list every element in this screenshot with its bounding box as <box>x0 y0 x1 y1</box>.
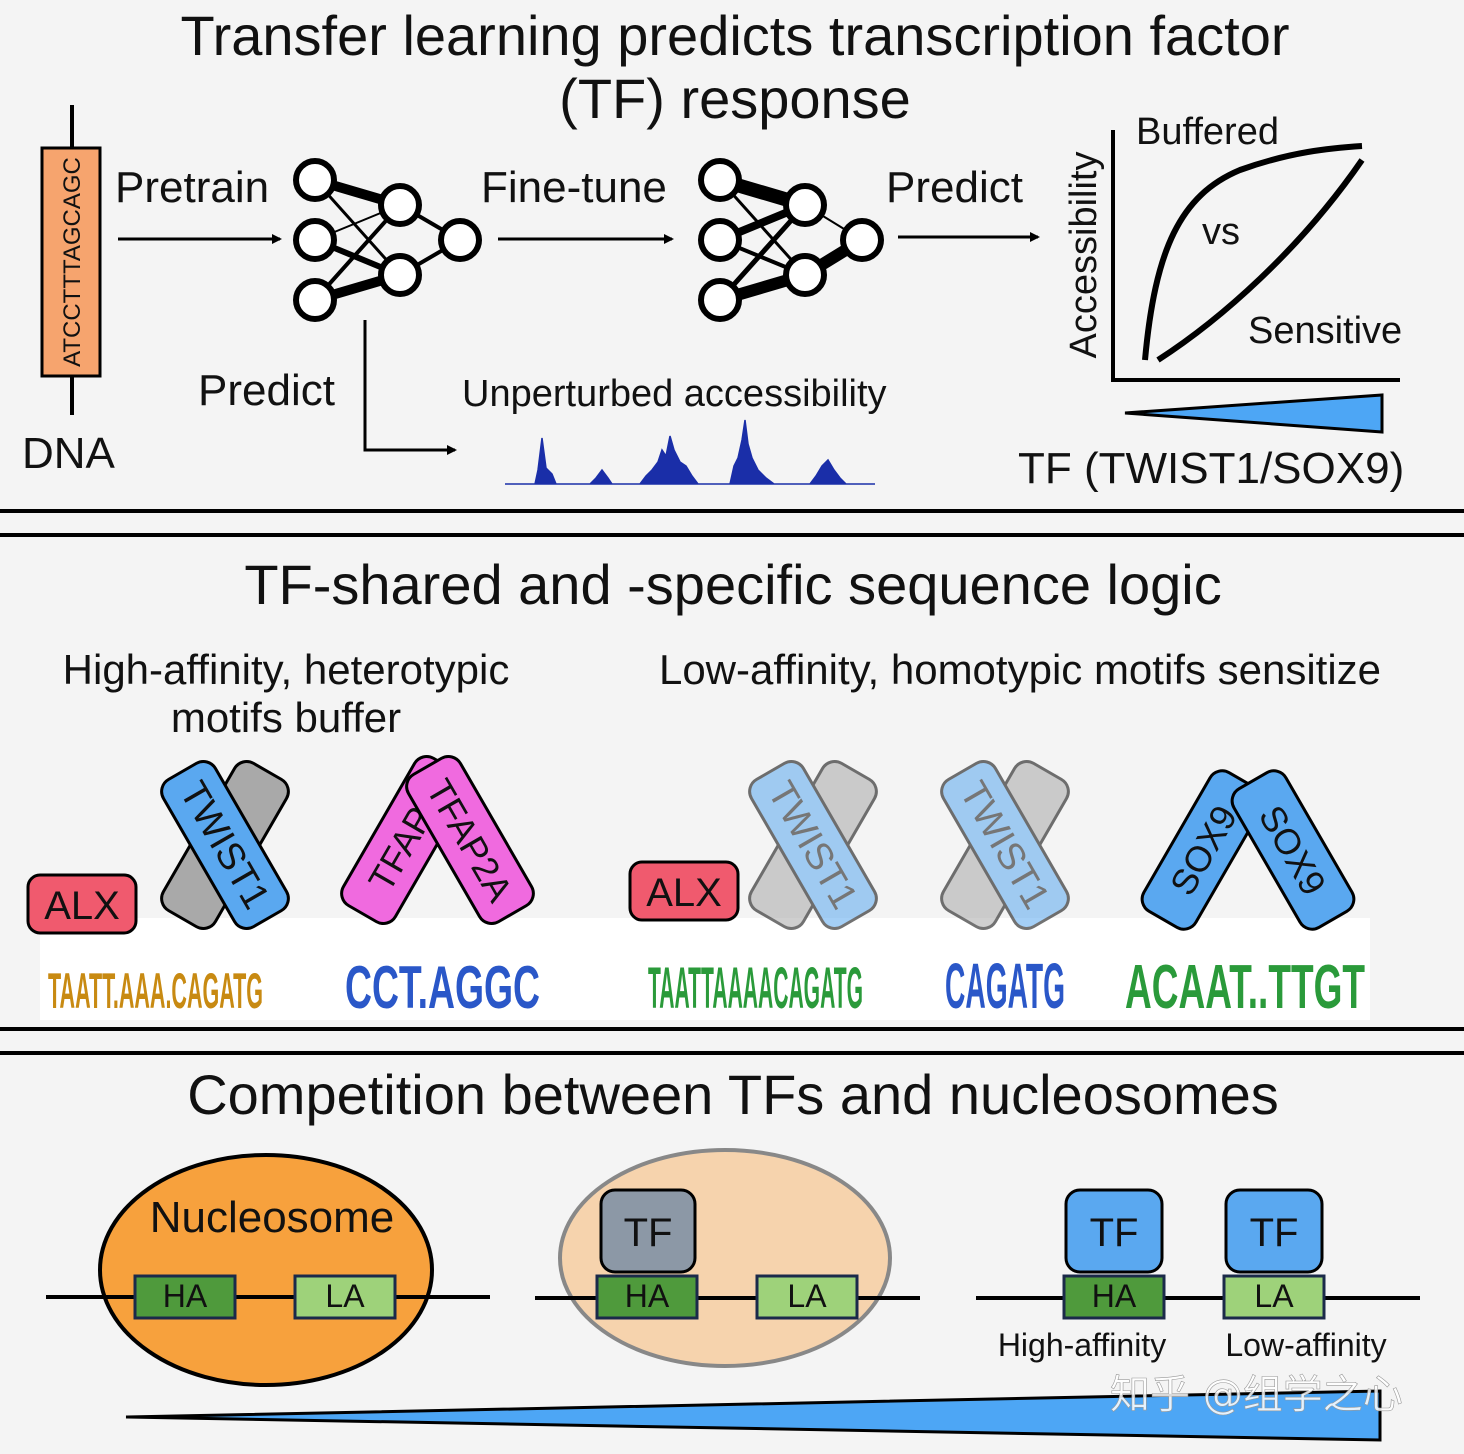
ha-site-1 <box>133 1274 237 1320</box>
panel3-title: Competition between TFs and nucleosomes <box>187 1063 1279 1126</box>
alx-box-1: ALX <box>26 873 138 935</box>
accessibility-track <box>505 419 875 485</box>
high-affinity-label: High-affinity <box>998 1327 1166 1363</box>
left-subtitle-line1: High-affinity, heterotypic <box>63 646 510 693</box>
alx-box-2: ALX <box>628 860 740 922</box>
tfap2a-dimer: TFAP2 TFAP2A <box>340 755 535 925</box>
panel1-title-line2: (TF) response <box>559 67 911 130</box>
separator-1b <box>0 533 1464 537</box>
predict-arrow-bottom <box>363 320 457 455</box>
panel1-title-line1: Transfer learning predicts transcription… <box>180 4 1289 67</box>
sensitive-label: Sensitive <box>1248 310 1402 352</box>
dna-icon: ATCCTTTAGCAGC <box>40 105 102 415</box>
ha-site-2 <box>595 1274 699 1320</box>
unperturbed-label: Unperturbed accessibility <box>462 373 887 415</box>
ha-label-3: HA <box>1092 1278 1137 1314</box>
pretrain-label: Pretrain <box>115 163 269 212</box>
nucleosome-label: Nucleosome <box>150 1193 395 1242</box>
alx-label-1: ALX <box>44 884 120 928</box>
separator-2b <box>0 1051 1464 1055</box>
tf-label-gray: TF <box>624 1211 673 1255</box>
motif-logo-5: ACAAT..TTGT <box>1125 953 1365 1022</box>
panel-transfer-learning: Transfer learning predicts transcription… <box>22 4 1404 493</box>
panel2-title: TF-shared and -specific sequence logic <box>244 553 1221 616</box>
left-subtitle-line2: motifs buffer <box>171 694 401 741</box>
buffered-label: Buffered <box>1136 111 1279 153</box>
predict-label-bottom: Predict <box>198 366 335 415</box>
separator-2a <box>0 1027 1464 1031</box>
tf-label-blue-2: TF <box>1250 1211 1299 1255</box>
graph-axes <box>1111 130 1400 382</box>
la-site-3 <box>1222 1274 1326 1320</box>
ha-label-1: HA <box>163 1278 208 1314</box>
buffered-curve <box>1142 143 1363 361</box>
dna-label: DNA <box>22 429 116 478</box>
motif-logo-2: CCT.AGGC <box>345 954 540 1021</box>
twist1-dimer-1: TWIST1 <box>160 760 290 930</box>
tf-box-blue-1 <box>1064 1188 1164 1274</box>
panel-sequence-logic: TF-shared and -specific sequence logic H… <box>26 553 1381 1022</box>
predict-label-top: Predict <box>886 163 1023 212</box>
low-affinity-label: Low-affinity <box>1225 1327 1386 1363</box>
right-subtitle: Low-affinity, homotypic motifs sensitize <box>659 646 1381 693</box>
ha-site-3 <box>1062 1274 1166 1320</box>
nucleosome-ellipse <box>98 1153 434 1387</box>
graph-xlabel: TF (TWIST1/SOX9) <box>1018 444 1404 493</box>
scenario-partial-binding: TF HA LA <box>535 1148 920 1368</box>
graph-ylabel: Accessibility <box>1063 152 1105 359</box>
scenario-nucleosome-bound: Nucleosome HA LA <box>46 1153 490 1387</box>
la-site-1 <box>293 1274 397 1320</box>
tf-box-gray <box>599 1188 697 1274</box>
tf-label-blue-1: TF <box>1090 1211 1139 1255</box>
neural-network-pretrained-icon <box>293 158 482 322</box>
neural-network-finetuned-icon <box>698 158 884 322</box>
tf-box-blue-2 <box>1224 1188 1324 1274</box>
finetune-label: Fine-tune <box>481 163 667 212</box>
sensitive-curve <box>1156 158 1365 363</box>
la-label-1: LA <box>325 1278 365 1314</box>
motif-logo-4: CAGATG <box>945 950 1065 1022</box>
ha-label-2: HA <box>625 1278 670 1314</box>
tf-concentration-wedge <box>125 1389 1382 1442</box>
sox9-dimer: SOX9 SOX9 <box>1140 769 1356 931</box>
tf-gradient-wedge <box>1124 393 1384 434</box>
motif-logo-strip <box>40 918 1370 1020</box>
motif-logos: TAATT.AAA.CAGATG CCT.AGGC TAATTAAAACAGAT… <box>48 950 1365 1022</box>
la-site-2 <box>755 1274 859 1320</box>
alx-label-2: ALX <box>646 871 722 915</box>
response-graph: Accessibility Buffered vs Sensitive TF (… <box>1018 111 1404 493</box>
motif-logo-1: TAATT.AAA.CAGATG <box>48 963 263 1019</box>
la-label-3: LA <box>1254 1278 1294 1314</box>
panel-competition: Competition between TFs and nucleosomes … <box>46 1063 1420 1442</box>
twist1-dimer-2: TWIST1 <box>748 760 878 930</box>
twist1-dimer-3: TWIST1 <box>940 760 1070 930</box>
vs-label: vs <box>1202 211 1240 253</box>
scenario-tf-bound: TF TF HA LA High-affinity Low-affinity <box>976 1188 1420 1363</box>
la-label-2: LA <box>787 1278 827 1314</box>
separator-1a <box>0 509 1464 513</box>
dna-sequence: ATCCTTTAGCAGC <box>59 157 86 367</box>
watermark: 知乎 @组学之心 <box>1110 1372 1403 1418</box>
motif-logo-3: TAATTAAAACAGATG <box>648 956 863 1021</box>
